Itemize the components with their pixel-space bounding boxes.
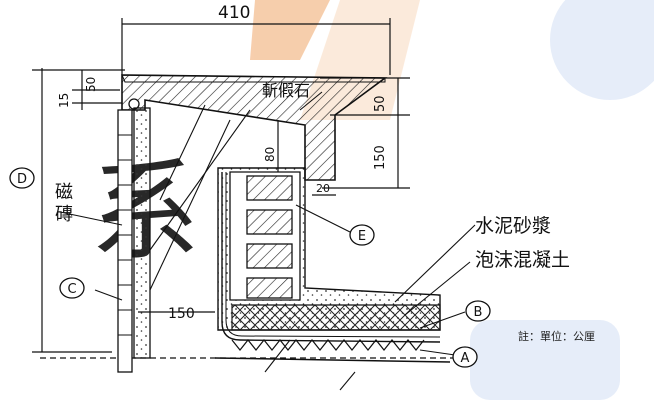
marker-C: C — [67, 282, 76, 297]
brick-1 — [246, 175, 293, 201]
upstand — [214, 167, 451, 363]
leader-lines — [59, 91, 476, 356]
marker-D-circle — [9, 167, 35, 189]
leader-B — [419, 311, 466, 329]
marker-C-circle — [59, 277, 85, 299]
brick-2 — [246, 209, 293, 235]
leader-foam — [404, 261, 471, 316]
dim-150-floor-text: 150 — [168, 306, 195, 322]
cement-mortar-label: 水泥砂漿 — [475, 215, 551, 237]
dim-80-text: 80 — [263, 147, 277, 162]
foam-concrete-label: 泡沫混凝土 — [475, 249, 570, 271]
dim-50-right-text: 50 — [373, 95, 388, 112]
dim-150-right-text: 150 — [373, 145, 388, 170]
coping-stone — [121, 74, 388, 181]
leader-C — [94, 289, 123, 301]
leader-mortar — [394, 224, 476, 303]
tile-label-1: 磁 — [55, 182, 73, 203]
parapet-wall — [117, 104, 356, 391]
brick-stack — [246, 175, 293, 299]
leader-coping — [299, 91, 323, 111]
waterproof-membrane-2 — [225, 172, 441, 338]
leader-A — [419, 349, 456, 356]
plaster-layer — [133, 107, 151, 359]
dim-50-left-text: 50 — [84, 77, 98, 92]
foam-concrete-layer — [231, 304, 441, 331]
marker-B: B — [474, 305, 483, 320]
zigzag-layer — [231, 339, 425, 351]
dim-20-text: 20 — [316, 182, 330, 195]
dimension-lines — [32, 18, 480, 359]
tile-label-2: 磚 — [55, 204, 73, 225]
marker-E: E — [358, 229, 366, 244]
watermark-orange-shape — [250, 0, 330, 60]
coping-stone-label: 斬假石 — [262, 81, 310, 100]
marker-A-circle — [452, 346, 478, 368]
slab-line — [214, 357, 451, 363]
dim-410-text: 410 — [218, 3, 250, 23]
marker-A: A — [461, 351, 470, 366]
marker-D: D — [17, 172, 27, 187]
unit-note: 註：單位：公厘 — [518, 329, 595, 343]
watermark-blue-block — [470, 320, 620, 400]
brick-4 — [246, 277, 293, 299]
waterproof-membrane — [221, 172, 441, 343]
watermark-blue-circle — [550, 0, 654, 100]
brick-3 — [246, 243, 293, 269]
tile-layer — [117, 109, 133, 373]
marker-E-circle — [349, 224, 375, 246]
leader-E — [295, 204, 351, 233]
marker-B-circle — [465, 300, 491, 322]
leader-tile — [59, 211, 123, 226]
dim-15-text: 15 — [57, 93, 71, 108]
